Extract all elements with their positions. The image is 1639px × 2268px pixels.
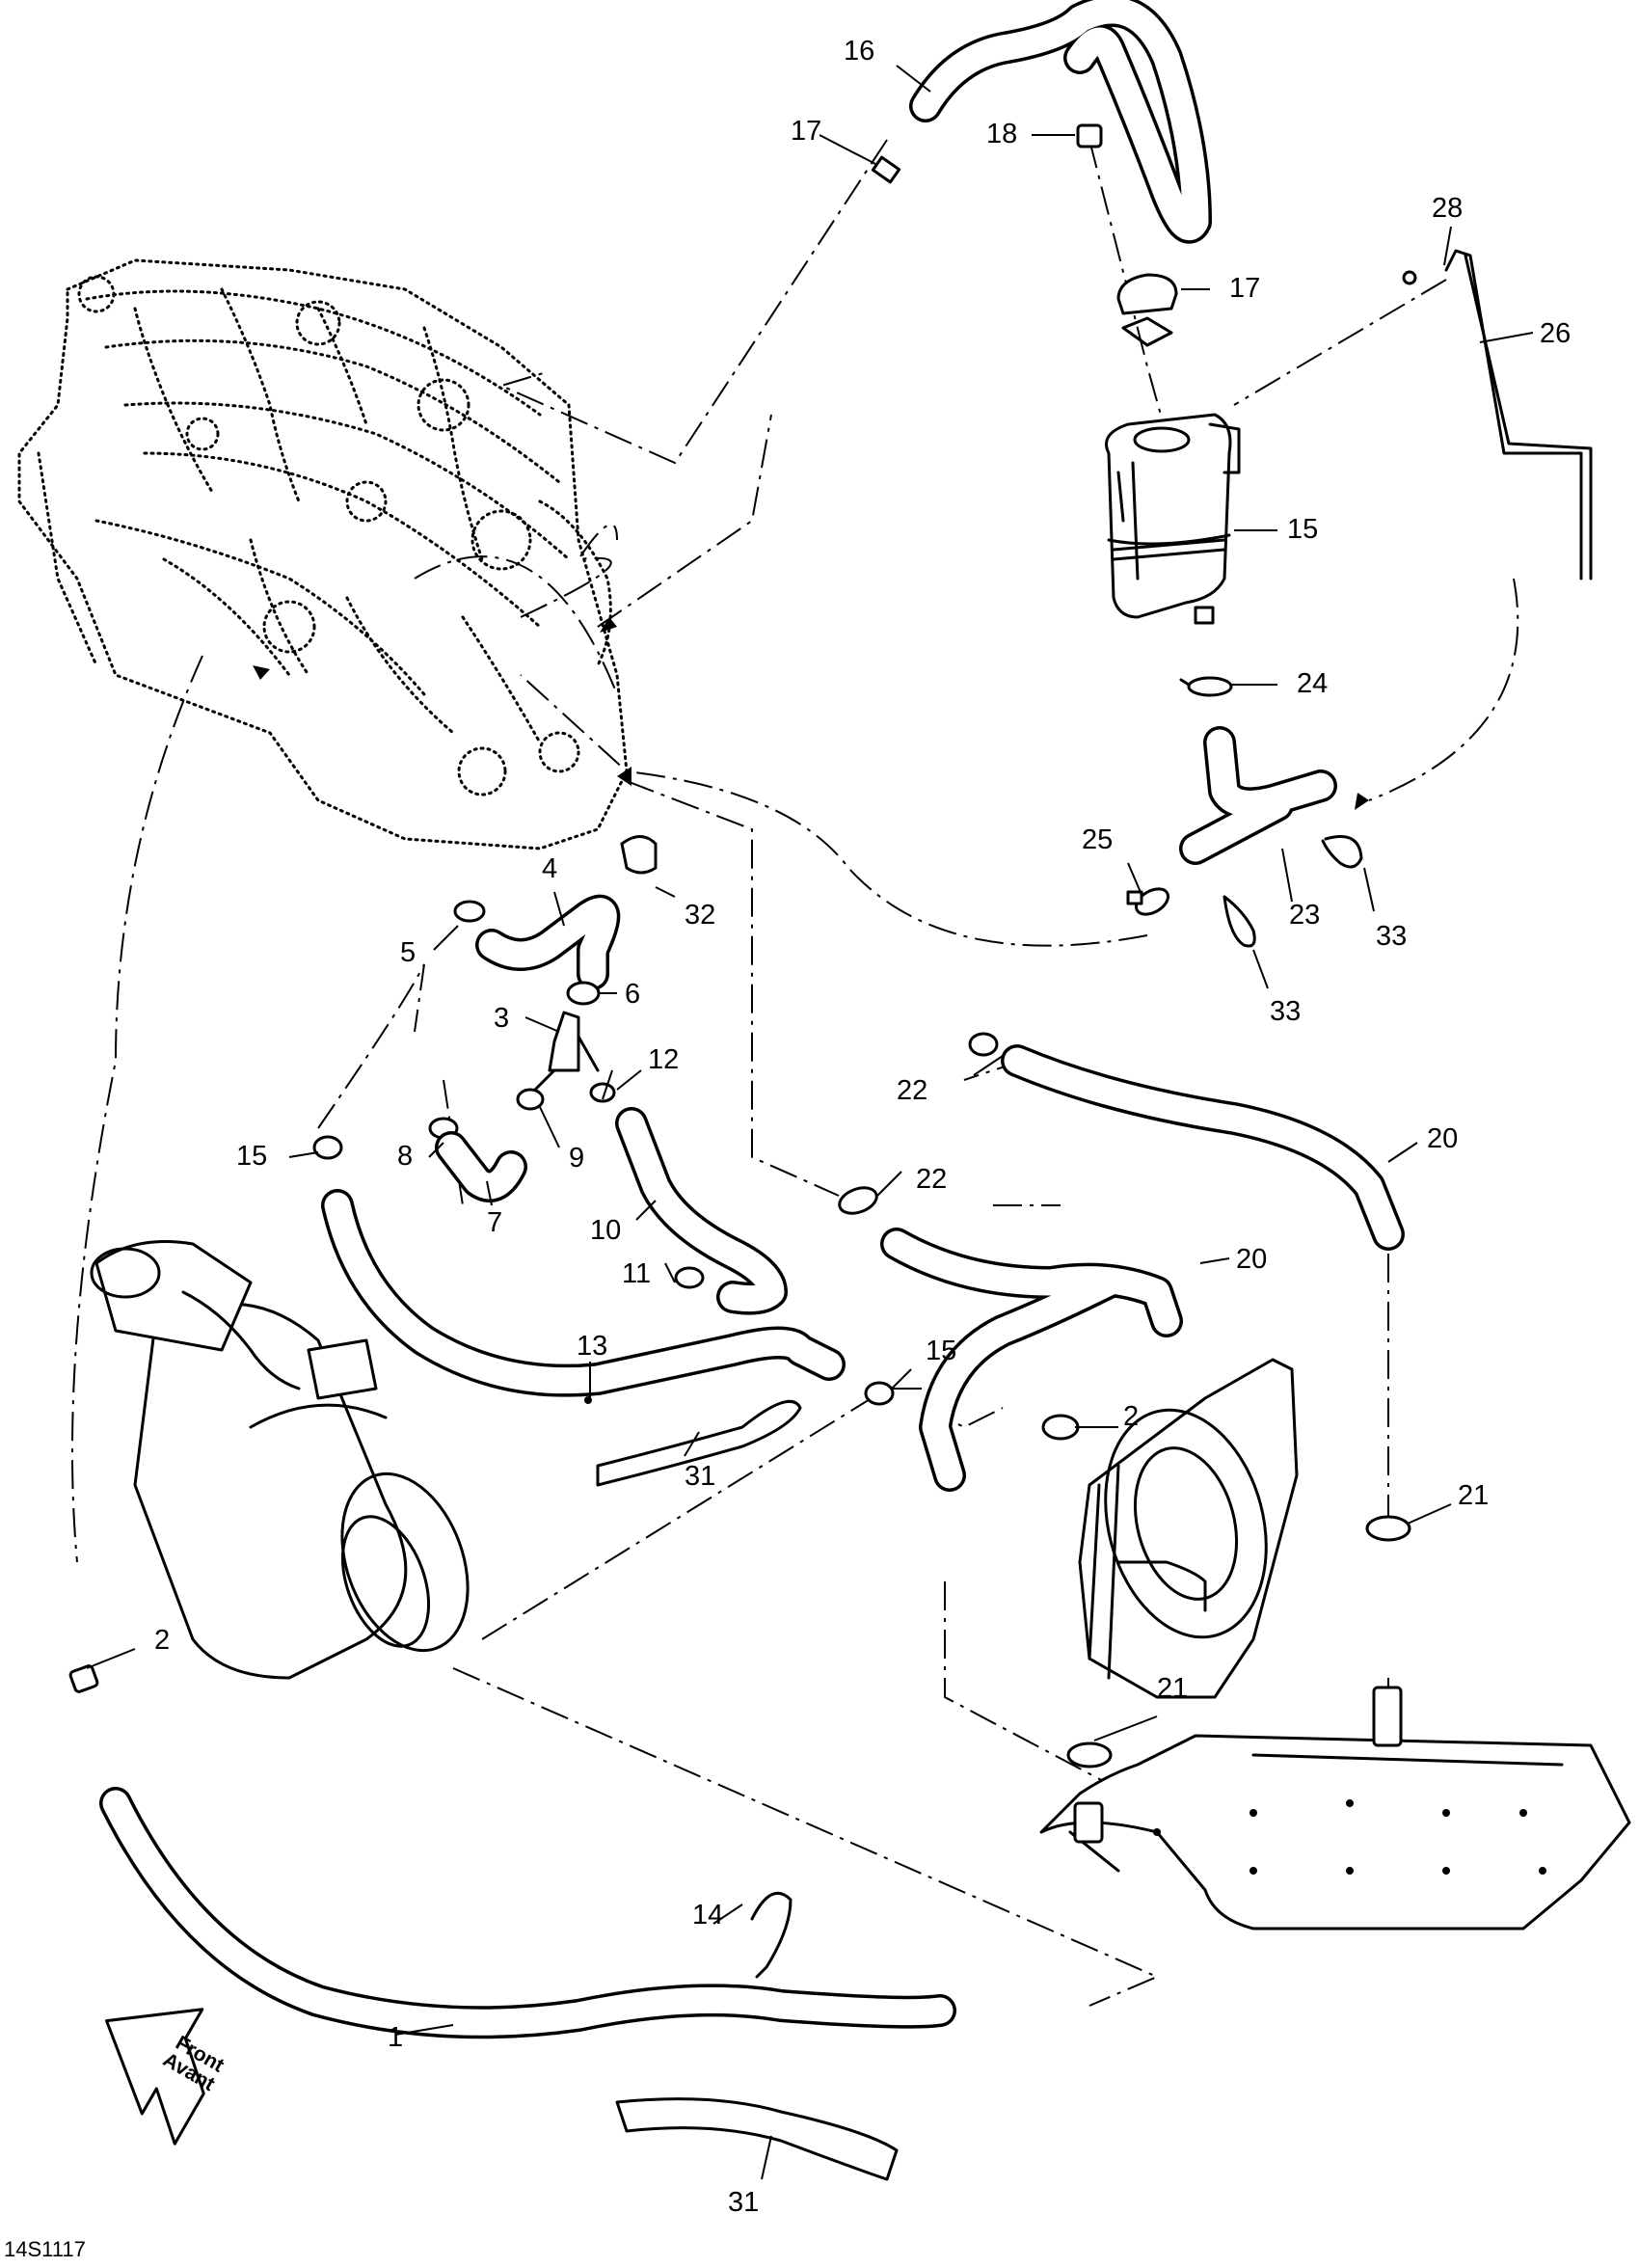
callout-17: 17 [1229,273,1260,304]
hose-10 [615,1107,788,1315]
callout-31-middle: 31 [685,1461,715,1492]
clamp-19-right [1076,123,1103,148]
coolant-reservoir-16 [1105,413,1241,625]
cap-32 [620,835,658,875]
callout-25: 22 [916,1164,947,1195]
callout-6: 6 [625,979,640,1010]
leader-lines [86,65,1534,2180]
callout-2-middle: 2 [1123,1401,1139,1432]
callout-33-right: 33 [1376,921,1407,952]
callout-2-bottom: 2 [154,1625,170,1656]
tie-33-right [1321,835,1363,869]
callout-19-right: 18 [986,119,1017,149]
callout-3: 3 [494,1003,509,1034]
front-arrow: Front Avant [105,2008,228,2146]
callout-21: 21 [1458,1480,1489,1511]
callout-29: 26 [1540,318,1571,349]
clamp-2-bottom [68,1664,99,1693]
callout-24: 21 [1157,1673,1188,1704]
sleeve-31-bottom [615,2097,899,2181]
clamp-5 [453,900,486,923]
callout-1: 1 [388,2022,403,2053]
sleeve-31-middle [596,1399,802,1487]
callout-12: 12 [648,1044,679,1075]
t-fitting-3 [533,1011,600,1092]
hose-23 [880,1228,1183,1492]
callout-15-right: 15 [926,1336,956,1366]
callout-32: 32 [685,900,715,931]
tie-33-left [1223,895,1256,948]
callout-9: 9 [569,1143,584,1174]
callout-15-left: 15 [236,1141,267,1172]
clamp-22 [968,1032,999,1057]
callout-16: 15 [1287,514,1318,545]
hose-1 [99,1787,956,2039]
clamp-24 [1066,1742,1113,1768]
callout-30: 28 [1432,193,1463,224]
hose-4 [475,894,621,990]
clamp-19-left [871,155,901,184]
clamp-15-left [312,1135,343,1160]
hose-7 [435,1131,527,1202]
callout-31-bottom: 31 [728,2187,759,2218]
clamp-12 [589,1082,616,1103]
clamp-25 [838,1186,878,1215]
callout-33-left: 33 [1270,996,1301,1027]
tie-14 [750,1891,793,1979]
callout-10: 10 [590,1215,621,1246]
callout-11: 11 [622,1258,651,1289]
callout-27: 24 [1297,668,1328,699]
engine-block [17,258,629,850]
figure-reference: 14S1117 [4,2237,86,2261]
clamp-15-right [864,1381,895,1406]
clamp-11 [674,1266,705,1289]
routing-lines [71,139,1519,2007]
callout-19-left: 17 [791,116,821,147]
callout-14: 14 [692,1900,723,1930]
muffler [133,1302,470,1680]
callouts: 16 17 18 28 17 26 15 24 25 23 33 33 4 32… [154,36,1571,2218]
callout-23: 20 [1236,1244,1267,1275]
hose-20 [1001,1044,1405,1251]
callout-18: 16 [844,36,874,67]
callout-7: 7 [487,1207,502,1238]
clamp-2-middle [1041,1414,1080,1441]
clamp-27 [1179,676,1233,697]
callout-5: 5 [400,937,416,968]
cap-17 [1116,273,1178,347]
hose-26 [1179,726,1337,865]
callout-28: 25 [1082,824,1113,855]
clamp-28 [1126,887,1170,916]
vent-line-29 [1402,249,1593,580]
clamp-9 [516,1088,545,1111]
callout-22: 22 [897,1075,927,1106]
hose-18 [909,0,1212,244]
callout-20: 20 [1427,1123,1458,1154]
callout-26: 23 [1289,900,1320,931]
callout-13: 13 [577,1331,607,1362]
clamp-6 [566,981,601,1006]
hull-plate [1039,1686,1631,1930]
callout-4: 4 [542,853,557,884]
clamp-21 [1365,1515,1411,1542]
callout-8: 8 [397,1141,413,1172]
pump-housing [1078,1358,1299,1699]
exhaust-inlet [90,1240,378,1400]
flow-arrows [253,617,1369,810]
